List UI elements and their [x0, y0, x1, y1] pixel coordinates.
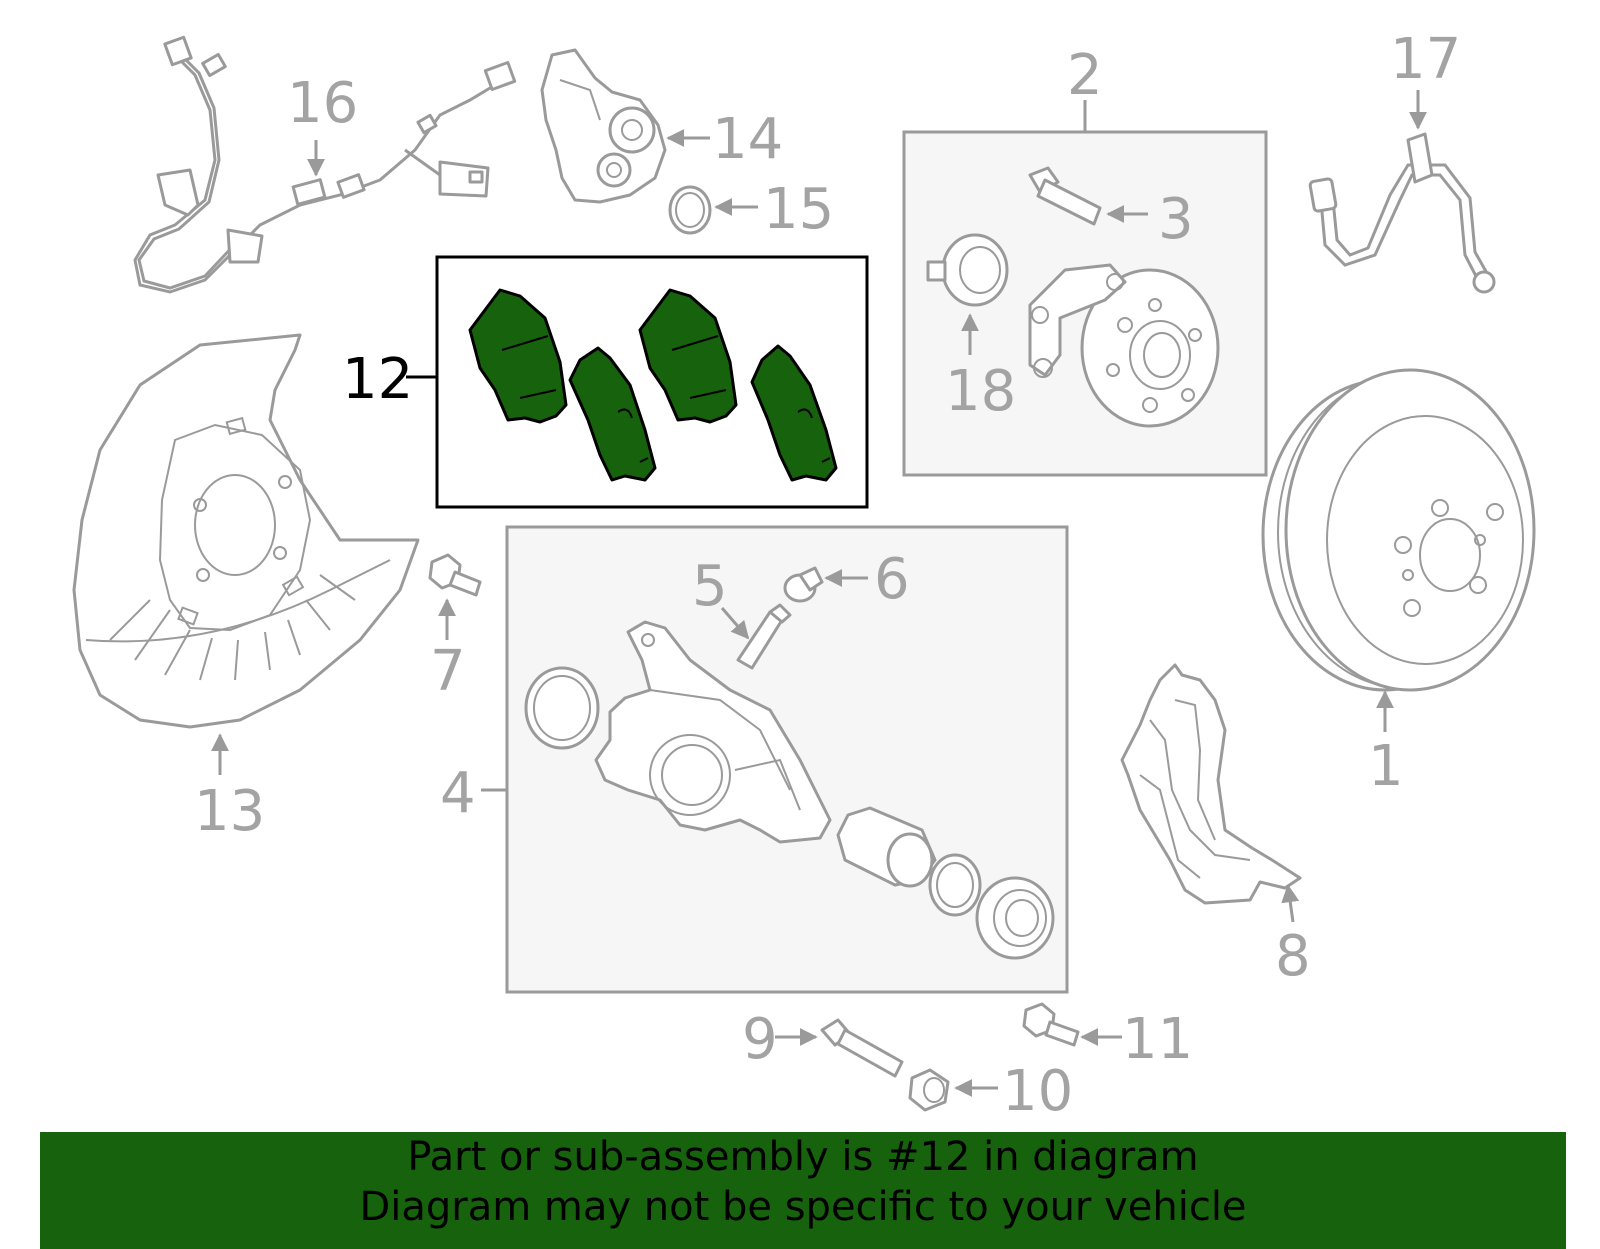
- callout-12: 12: [342, 347, 413, 412]
- banner-line-1: Part or sub-assembly is #12 in diagram: [407, 1134, 1199, 1180]
- bleeder-cap: [783, 566, 824, 603]
- caliper-housing: [594, 620, 832, 844]
- wheel-bearing: [926, 233, 1009, 307]
- callout-6: 6: [874, 547, 910, 612]
- wheel-hub: [1028, 263, 1220, 428]
- steering-knuckle: [540, 48, 667, 204]
- callout-7: 7: [430, 639, 466, 704]
- callout-10: 10: [1002, 1059, 1073, 1124]
- abs-sensor-harness: [133, 35, 517, 294]
- piston-boot: [975, 876, 1055, 960]
- callout-8: 8: [1275, 924, 1311, 989]
- callout-3: 3: [1158, 187, 1194, 252]
- callout-1: 1: [1368, 734, 1404, 799]
- shield-bolt: [428, 553, 482, 597]
- callout-5: 5: [692, 554, 728, 619]
- guide-bushing: [908, 1068, 950, 1112]
- bleeder-screw: [736, 603, 792, 670]
- caliper-mounting-bracket: [1120, 663, 1302, 905]
- dust-shield: [72, 333, 420, 729]
- brake-pad-set: [468, 288, 838, 482]
- banner-line-2: Diagram may not be specific to your vehi…: [359, 1184, 1247, 1230]
- callout-2: 2: [1067, 43, 1103, 108]
- caliper-seal: [524, 666, 600, 750]
- hub-bolt: [1028, 166, 1102, 226]
- callout-11: 11: [1122, 1007, 1193, 1072]
- callout-4: 4: [440, 761, 476, 826]
- part-info-banner: Part or sub-assembly is #12 in diagram D…: [40, 1132, 1566, 1249]
- caliper-piston: [836, 806, 937, 888]
- callout-15: 15: [763, 177, 834, 242]
- brake-rotor: [1261, 368, 1536, 692]
- callout-18: 18: [945, 359, 1016, 424]
- brake-hose: [1308, 132, 1496, 294]
- callout-17: 17: [1390, 27, 1461, 92]
- guide-pin-bolt: [820, 1018, 904, 1078]
- callout-14: 14: [712, 107, 783, 172]
- brake-pad-4: [750, 344, 838, 482]
- brake-pad-2: [568, 346, 657, 482]
- bracket-bolt: [1022, 1002, 1080, 1047]
- callout-9: 9: [742, 1007, 778, 1072]
- callout-13: 13: [194, 779, 265, 844]
- brake-pad-3: [638, 288, 738, 424]
- brake-pad-1: [468, 288, 568, 424]
- callout-16: 16: [287, 71, 358, 136]
